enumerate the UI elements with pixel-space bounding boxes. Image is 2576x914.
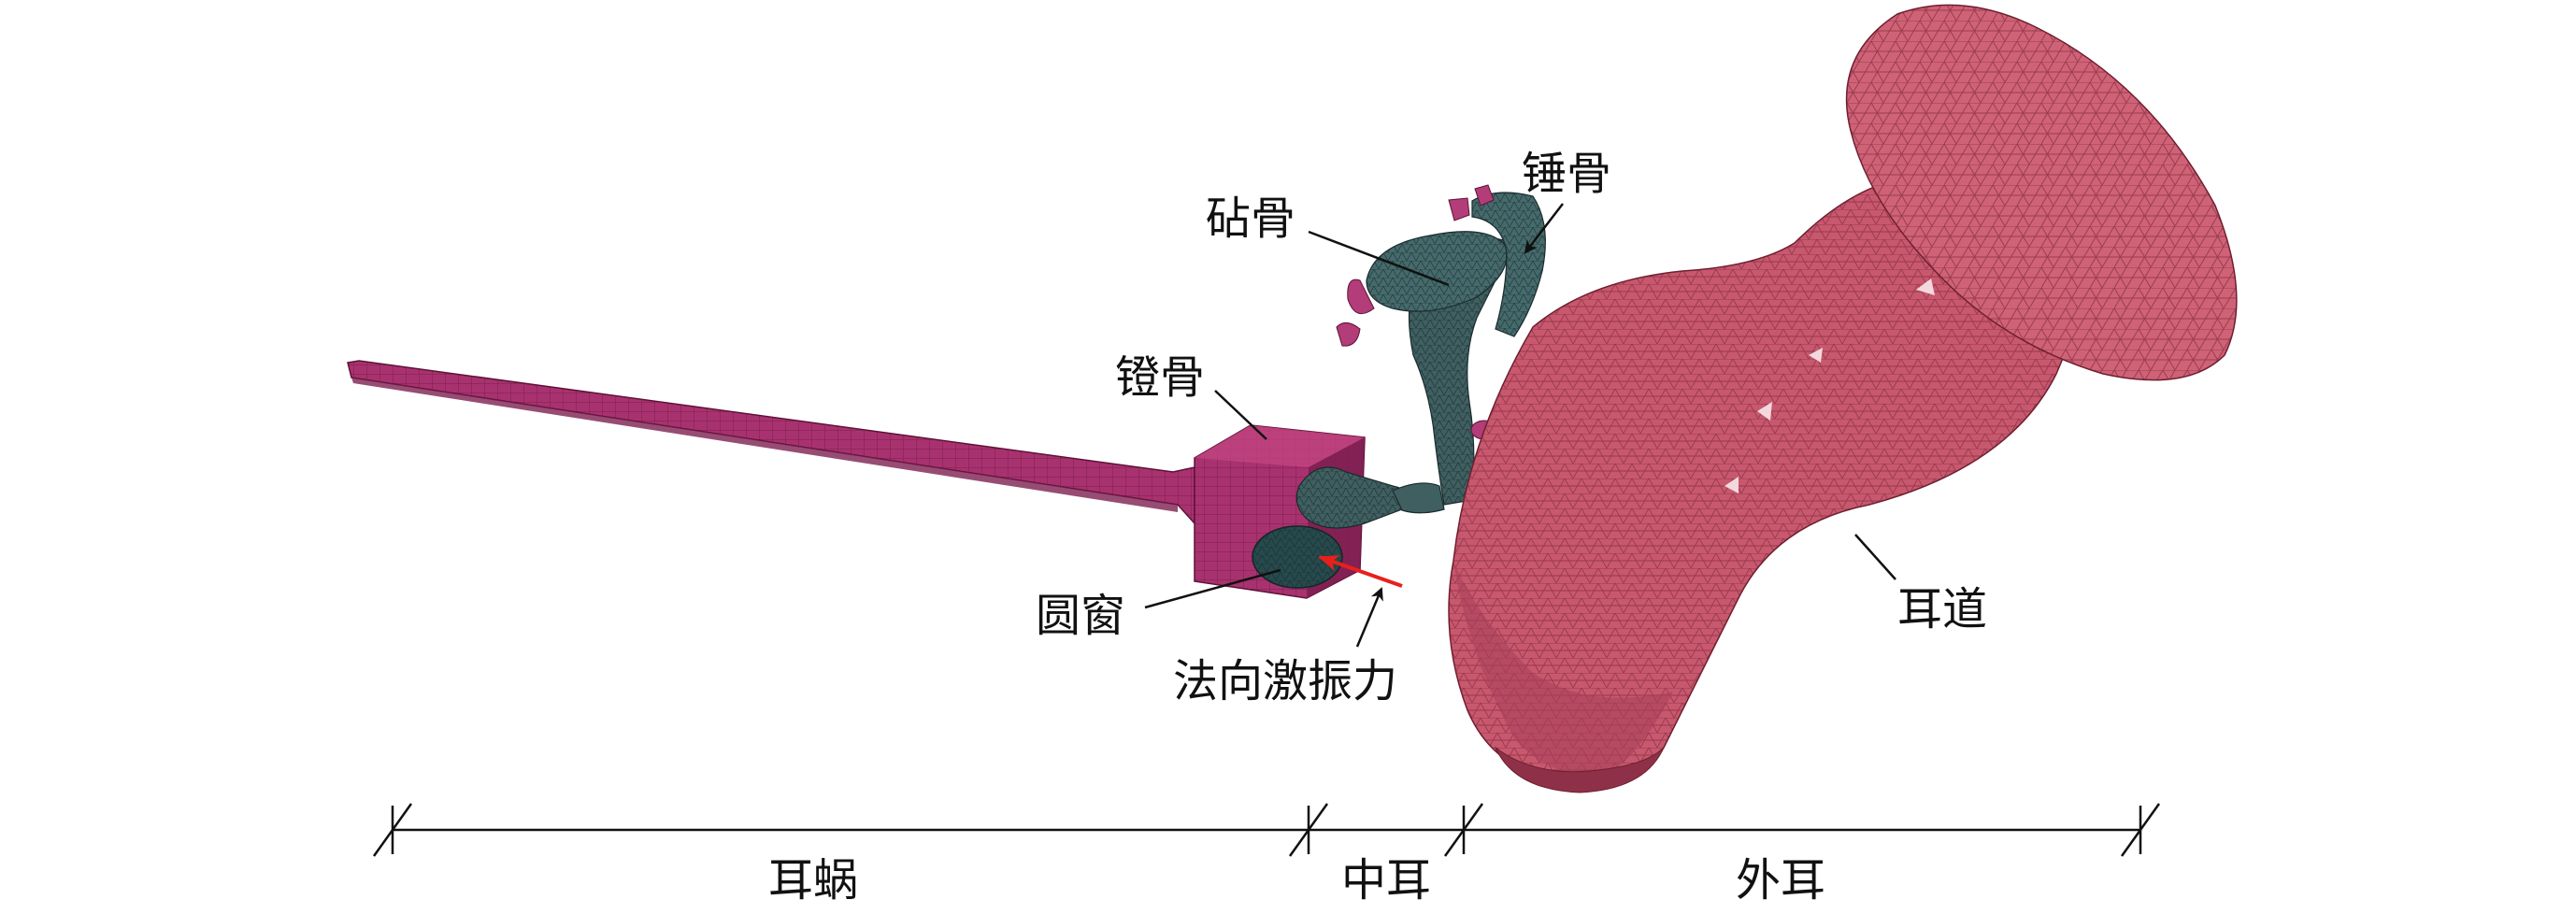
ear-canal-label: 耳道: [1897, 583, 1987, 636]
malleus-label: 锤骨: [1522, 148, 1611, 200]
outer-ear-region-label: 外耳: [1736, 854, 1825, 907]
leader-lines: [1144, 203, 1896, 648]
ossicles-model: [1295, 184, 1546, 529]
excitation-force-label: 法向激振力: [1173, 655, 1397, 707]
round-window-label: 圆窗: [1036, 590, 1125, 642]
stapes-label: 镫骨: [1115, 351, 1205, 404]
incus-label: 砧骨: [1206, 193, 1295, 245]
excitation-force-arrow: [1318, 555, 1403, 588]
middle-ear-region-label: 中耳: [1341, 854, 1431, 907]
region-scale-bar: [372, 803, 2161, 857]
cochlea-region-label: 耳蜗: [768, 854, 858, 907]
cochlea-model: [347, 360, 1366, 599]
ear-canal-model: [1448, 4, 2238, 793]
